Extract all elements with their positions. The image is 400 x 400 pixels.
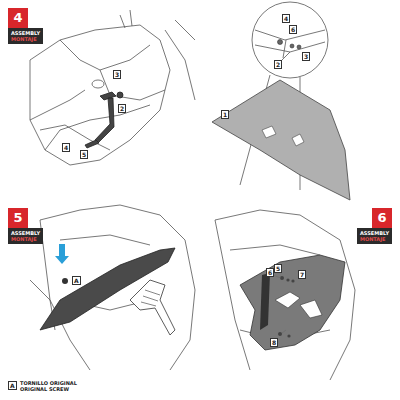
step-text: 4 [13,10,22,25]
step-number: 5 [8,208,28,228]
callout-number: 2 [274,60,282,69]
callout-number: 6 [289,25,297,34]
step-number: 6 [372,208,392,228]
legend-note: ORIGINAL SCREW [20,386,69,392]
step-header: ASSEMBLYMONTAJE [8,28,43,44]
step-number: 4 [8,8,28,28]
callout-number: 5 [80,150,88,159]
callout-number: 3 [302,52,310,61]
step-text: 5 [13,210,22,225]
callout-number: 2 [118,104,126,113]
callout-number: 1 [221,110,229,119]
callout-number: 4 [62,143,70,152]
step-text: MONTAJE [360,236,389,242]
step-text: ASSEMBLY [11,230,40,236]
callout-number: 4 [282,14,290,23]
callout-number: 3 [113,70,121,79]
step-text: MONTAJE [11,36,40,42]
step-text: ASSEMBLY [360,230,389,236]
step-text: 6 [377,210,386,225]
step-header: ASSEMBLYMONTAJE [357,228,392,244]
callout-number: A [72,276,81,285]
callout-number: 7 [298,270,306,279]
step-text: ASSEMBLY [11,30,40,36]
callout-number: 5 [274,264,282,273]
step-header: ASSEMBLYMONTAJE [8,228,43,244]
callout-number: A [8,381,17,390]
callout-number: 6 [266,268,274,277]
callout-number: 8 [270,338,278,347]
step-text: MONTAJE [11,236,40,242]
